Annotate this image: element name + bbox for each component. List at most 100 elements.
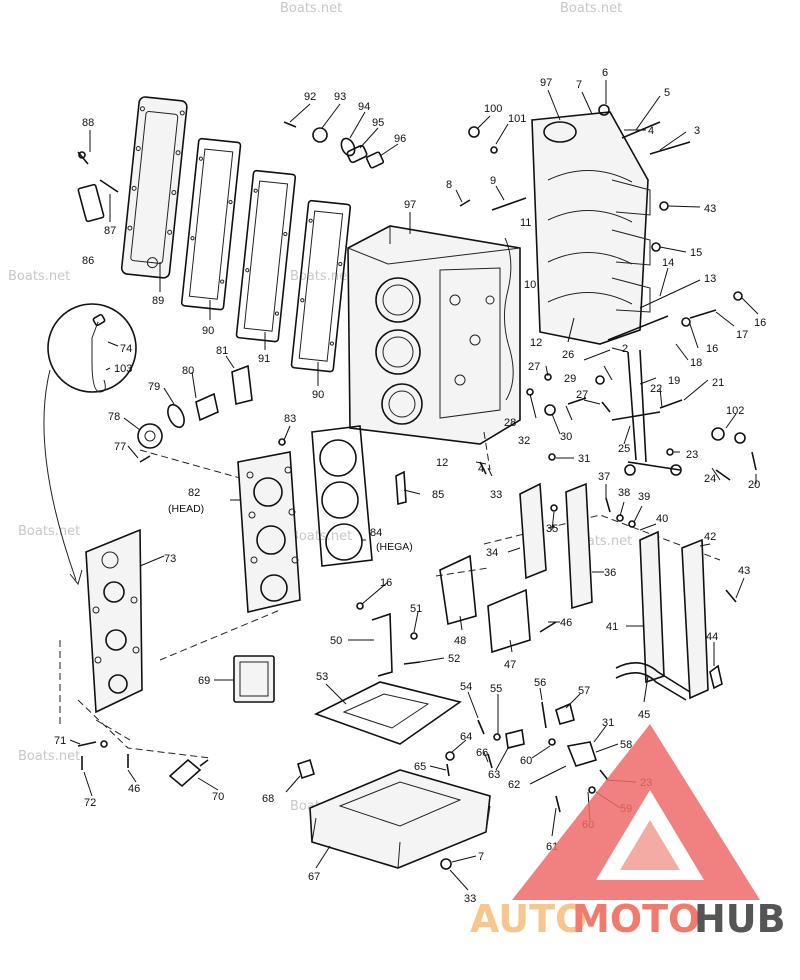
throttle-linkage xyxy=(607,315,682,476)
head-gasket xyxy=(311,425,373,567)
logo-word-hub: HUB xyxy=(694,897,786,941)
callout-16a: 16 xyxy=(754,317,766,329)
seal-strip xyxy=(504,237,514,401)
callout-71: 71 xyxy=(54,735,66,747)
reference-lines xyxy=(59,431,721,759)
label-hega: (HEGA) xyxy=(376,541,413,553)
callout-43a: 43 xyxy=(704,203,716,215)
callout-2: 2 xyxy=(622,343,628,355)
callout-78: 78 xyxy=(108,411,120,423)
crankcase xyxy=(531,111,651,345)
callout-39: 39 xyxy=(638,491,650,503)
callout-5: 5 xyxy=(664,87,670,99)
small-parts-86-88 xyxy=(77,151,119,223)
callout-42: 42 xyxy=(704,531,716,543)
callout-33b: 33 xyxy=(464,893,476,905)
callout-41: 41 xyxy=(606,621,618,633)
callout-92: 92 xyxy=(304,91,316,103)
callout-51: 51 xyxy=(410,603,422,615)
callout-labels: 88 87 86 89 90 91 90 92 93 94 95 96 97 9… xyxy=(54,67,766,905)
callout-64: 64 xyxy=(460,731,472,743)
module-69 xyxy=(233,655,275,703)
callout-16c: 16 xyxy=(380,577,392,589)
callout-3: 3 xyxy=(694,125,700,137)
callout-54: 54 xyxy=(460,681,472,693)
callout-73: 73 xyxy=(164,553,176,565)
callout-62: 62 xyxy=(508,779,520,791)
callout-89: 89 xyxy=(152,295,164,307)
callout-38: 38 xyxy=(618,487,630,499)
callout-67: 67 xyxy=(308,871,320,883)
callout-68: 68 xyxy=(262,793,274,805)
cylinder-block xyxy=(347,225,521,445)
callout-24: 24 xyxy=(704,473,716,485)
callout-70: 70 xyxy=(212,791,224,803)
callout-88: 88 xyxy=(82,117,94,129)
callout-10: 10 xyxy=(524,279,536,291)
callout-34: 34 xyxy=(486,547,498,559)
callout-31b: 31 xyxy=(602,717,614,729)
callout-25: 25 xyxy=(618,443,630,455)
thermostat-housing xyxy=(137,364,253,449)
callout-65: 65 xyxy=(414,761,426,773)
callout-12b: 12 xyxy=(436,457,448,469)
callout-7b: 7 xyxy=(478,851,484,863)
callout-9: 9 xyxy=(490,175,496,187)
callout-60a: 60 xyxy=(520,755,532,767)
callout-95: 95 xyxy=(372,117,384,129)
callout-43b: 43 xyxy=(738,565,750,577)
label-head: (HEAD) xyxy=(168,503,204,515)
adapter-plate xyxy=(309,769,491,869)
exhaust-plate-91 xyxy=(235,169,297,343)
callout-4a: 4 xyxy=(648,125,654,137)
transfer-covers xyxy=(519,482,709,700)
callout-53: 53 xyxy=(316,671,328,683)
callout-100: 100 xyxy=(484,103,502,115)
hose-45-edge xyxy=(615,672,687,701)
callout-21: 21 xyxy=(712,377,724,389)
callout-77: 77 xyxy=(114,441,126,453)
callout-8: 8 xyxy=(446,179,452,191)
watermark-text: Boats.net xyxy=(560,1,622,16)
callout-66: 66 xyxy=(476,747,488,759)
callout-56: 56 xyxy=(534,677,546,689)
exhaust-gasket-90b xyxy=(290,199,352,373)
logo-triangle-inner xyxy=(620,820,680,870)
callout-15: 15 xyxy=(690,247,702,259)
callout-13: 13 xyxy=(704,273,716,285)
automotohub-logo: AUTO MOTO HUB xyxy=(470,724,786,941)
callout-101: 101 xyxy=(508,113,526,125)
cylinder-head xyxy=(237,451,301,613)
callout-50: 50 xyxy=(330,635,342,647)
callout-85: 85 xyxy=(432,489,444,501)
callout-27a: 27 xyxy=(528,361,540,373)
exhaust-gasket-90a xyxy=(180,137,242,311)
callout-63: 63 xyxy=(488,769,500,781)
callout-94: 94 xyxy=(358,101,370,113)
brackets xyxy=(371,554,531,677)
watermark-text: Boats.net xyxy=(290,529,352,544)
callout-74: 74 xyxy=(120,343,132,355)
callout-96: 96 xyxy=(394,133,406,145)
callout-44: 44 xyxy=(706,631,718,643)
callout-97-crankcase: 97 xyxy=(540,77,552,89)
watermark-text: Boats.net xyxy=(280,1,342,16)
callout-55: 55 xyxy=(490,683,502,695)
callout-40: 40 xyxy=(656,513,668,525)
fasteners xyxy=(77,104,757,870)
watermark-text: Boats.net xyxy=(18,524,80,539)
callout-57: 57 xyxy=(578,685,590,697)
callout-91: 91 xyxy=(258,353,270,365)
thermostat-parts-92-96 xyxy=(283,121,385,169)
callout-90a: 90 xyxy=(202,325,214,337)
callout-29: 29 xyxy=(564,373,576,385)
callout-16b: 16 xyxy=(706,343,718,355)
callout-83: 83 xyxy=(284,413,296,425)
callout-6: 6 xyxy=(602,67,608,79)
logo-word-moto: MOTO xyxy=(572,897,700,941)
exhaust-cover-89 xyxy=(120,96,188,279)
callout-46a: 46 xyxy=(128,783,140,795)
exhaust-cover-assembly xyxy=(120,96,352,373)
callout-86: 86 xyxy=(82,255,94,267)
